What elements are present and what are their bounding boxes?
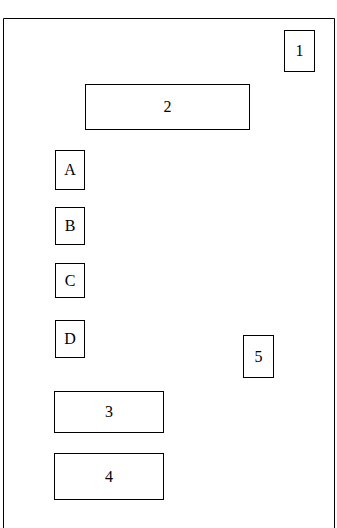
frame-line [4,19,335,528]
box-label: A [64,161,76,179]
box-label: 5 [255,348,263,366]
label-box: 2 [85,84,250,130]
box-label: 3 [105,403,113,421]
box-label: C [65,272,76,290]
label-box: A [55,150,85,190]
label-box: C [55,263,85,298]
label-box: 3 [54,391,164,433]
label-box: B [55,207,85,245]
label-box: 5 [243,335,274,378]
label-box: 4 [54,453,164,500]
box-label: 4 [105,468,113,486]
label-box: D [55,320,85,358]
label-box: 1 [284,30,315,72]
box-label: 1 [296,42,304,60]
box-label: B [65,217,76,235]
box-label: 2 [164,98,172,116]
box-label: D [64,330,76,348]
